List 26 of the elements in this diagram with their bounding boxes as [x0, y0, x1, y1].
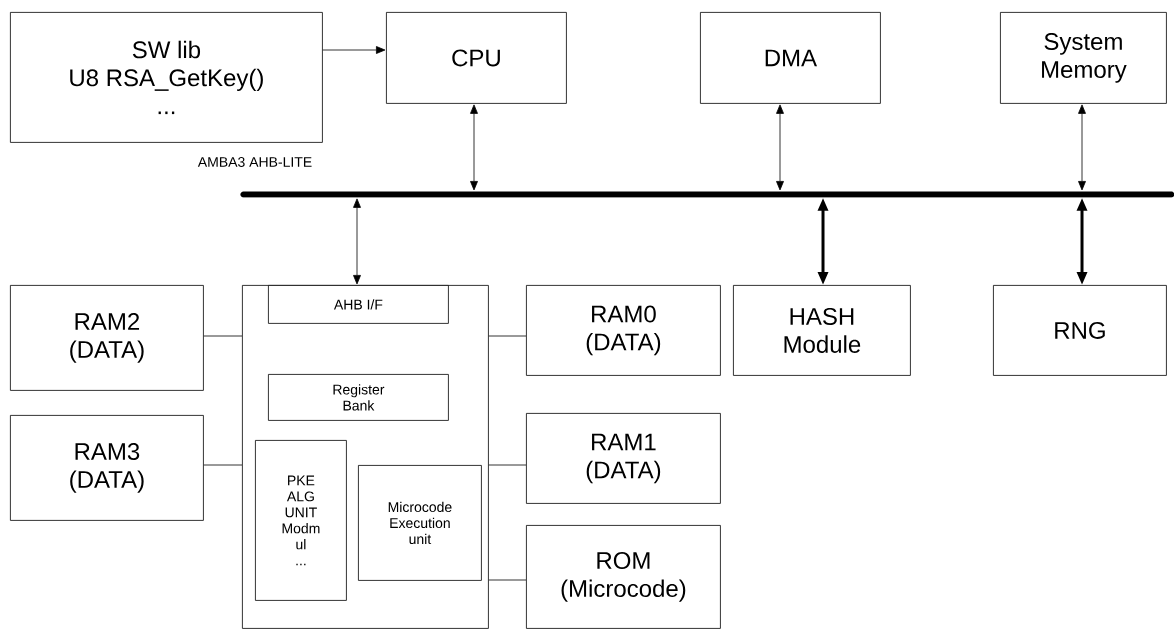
- component-box: RAM2 (DATA): [10, 285, 204, 391]
- arrow: [322, 46, 386, 54]
- submodule-box: PKE ALG UNIT Modm ul ...: [255, 440, 347, 601]
- connector-line: [488, 335, 527, 337]
- component-box: CPU: [386, 12, 567, 104]
- component-box: DMA: [700, 12, 881, 104]
- arrow: [353, 198, 361, 285]
- submodule-box: Microcode Execution unit: [358, 465, 482, 581]
- arrow: [776, 104, 784, 191]
- component-box: ROM (Microcode): [526, 525, 721, 629]
- connector-line: [488, 579, 527, 581]
- submodule-box: Register Bank: [268, 374, 449, 421]
- component-box: RAM1 (DATA): [526, 413, 721, 504]
- connector-line: [203, 464, 243, 466]
- component-box: RAM0 (DATA): [526, 285, 721, 376]
- submodule-box: AHB I/F: [268, 285, 449, 324]
- component-box: RNG: [993, 285, 1167, 376]
- component-box: RAM3 (DATA): [10, 415, 204, 521]
- component-box: System Memory: [1000, 12, 1167, 104]
- bus-label: AMBA3 AHB-LITE: [197, 157, 312, 167]
- component-box: HASH Module: [733, 285, 911, 376]
- connector-line: [203, 335, 243, 337]
- arrow: [470, 104, 478, 191]
- arrow: [1078, 104, 1086, 191]
- component-box: SW lib U8 RSA_GetKey() ...: [10, 12, 323, 143]
- connector-line: [488, 464, 527, 466]
